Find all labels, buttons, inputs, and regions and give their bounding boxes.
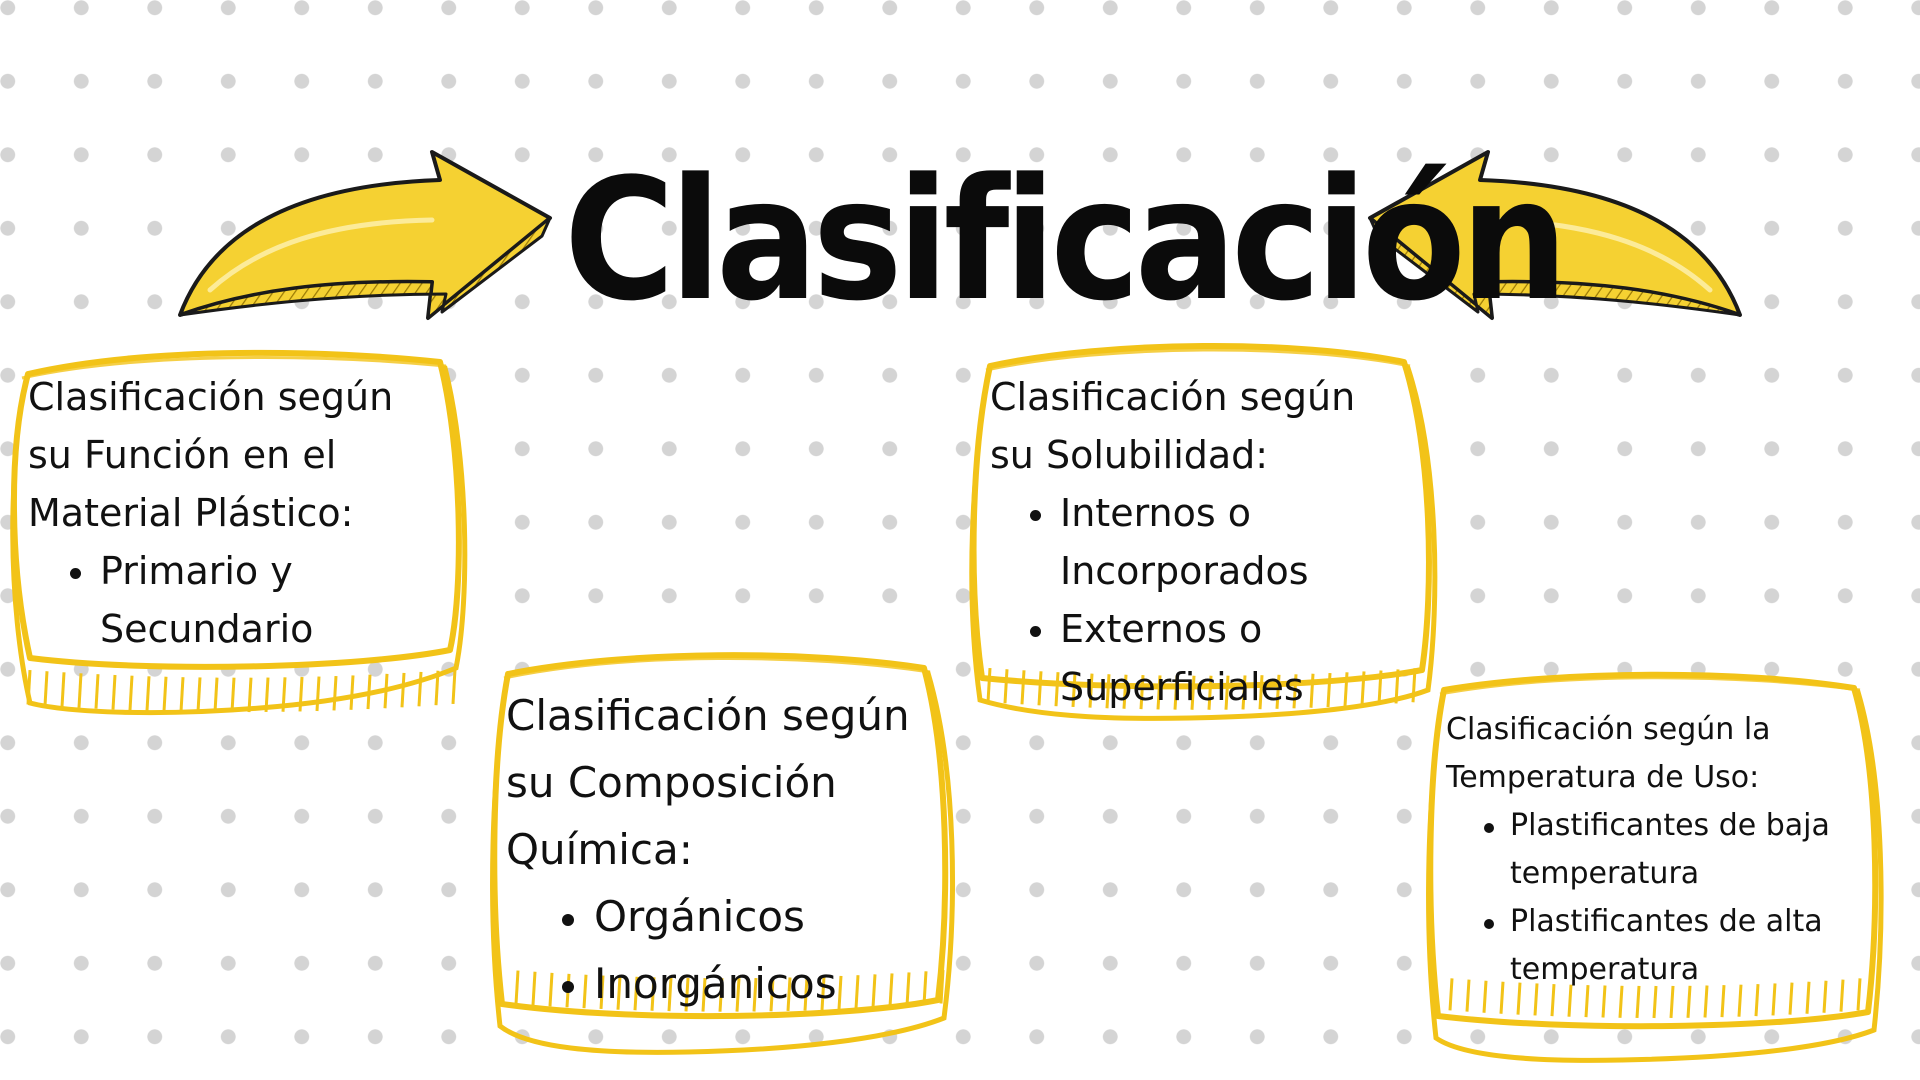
card-frame (10, 349, 468, 716)
page-title: Clasificación (564, 142, 1568, 338)
card-frame (490, 652, 955, 1055)
list-item: Plastificantes de alta temperatura (1484, 898, 1866, 994)
card-heading: Clasificación según la Temperatura de Us… (1446, 712, 1771, 795)
card-heading: Clasificación según su Solubilidad: (990, 375, 1356, 477)
card-list: Orgánicos Inorgánicos (562, 883, 936, 1017)
list-item: Externos o Superficiales (1030, 600, 1410, 716)
card-content: Clasificación según la Temperatura de Us… (1446, 706, 1866, 994)
arrow-left-icon (1368, 150, 1742, 320)
card-solubilidad: Clasificación según su Solubilidad: Inte… (960, 340, 1448, 765)
card-temperatura: Clasificación según la Temperatura de Us… (1422, 670, 1890, 1070)
card-frame (969, 342, 1438, 721)
list-item: Primario y Secundario (70, 542, 448, 658)
card-funcion: Clasificación según su Función en el Mat… (0, 338, 478, 768)
card-content: Clasificación según su Función en el Mat… (28, 368, 448, 658)
card-composicion: Clasificación según su Composición Quími… (488, 648, 966, 1066)
card-content: Clasificación según su Composición Quími… (506, 682, 936, 1017)
card-list: Primario y Secundario (70, 542, 448, 658)
list-item: Inorgánicos (562, 950, 936, 1017)
card-frame (1426, 671, 1884, 1063)
card-list: Internos o Incorporados Externos o Super… (1030, 484, 1410, 716)
list-item: Orgánicos (562, 883, 936, 950)
arrow-right-icon (178, 150, 552, 320)
card-heading: Clasificación según su Función en el Mat… (28, 375, 394, 535)
card-list: Plastificantes de baja temperatura Plast… (1484, 802, 1866, 994)
card-heading: Clasificación según su Composición Quími… (506, 691, 910, 874)
list-item: Plastificantes de baja temperatura (1484, 802, 1866, 898)
list-item: Internos o Incorporados (1030, 484, 1410, 600)
card-content: Clasificación según su Solubilidad: Inte… (990, 368, 1410, 716)
